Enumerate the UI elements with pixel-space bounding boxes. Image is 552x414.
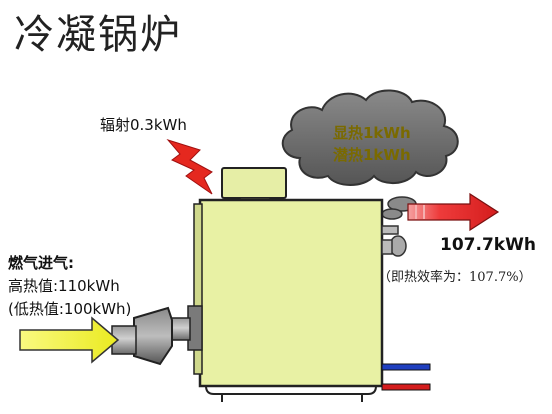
water-pipe-blue bbox=[381, 363, 431, 371]
radiation-bolt-icon bbox=[166, 139, 213, 195]
lower-heating-value: (低热值:100kWh) bbox=[8, 300, 132, 318]
efficiency-label: （即热效率为：107.7%） bbox=[378, 270, 532, 285]
sensible-heat-label: 显热1kWh bbox=[333, 124, 411, 142]
output-value: 107.7kWh bbox=[440, 235, 536, 255]
boiler-top-cap bbox=[221, 167, 287, 205]
radiation-label: 辐射0.3kWh bbox=[100, 116, 187, 134]
exhaust-cloud bbox=[281, 89, 459, 186]
higher-heating-value: 高热值:110kWh bbox=[8, 277, 120, 295]
right-fittings bbox=[381, 225, 407, 257]
water-pipe-red bbox=[381, 383, 431, 391]
heat-output-arrow bbox=[407, 192, 500, 232]
page-title: 冷凝锅炉 bbox=[14, 12, 182, 58]
boiler-body bbox=[193, 198, 384, 402]
gas-input-title: 燃气进气: bbox=[8, 254, 74, 272]
gas-input-arrow bbox=[19, 316, 120, 364]
latent-heat-label: 潜热1kWh bbox=[333, 146, 411, 164]
